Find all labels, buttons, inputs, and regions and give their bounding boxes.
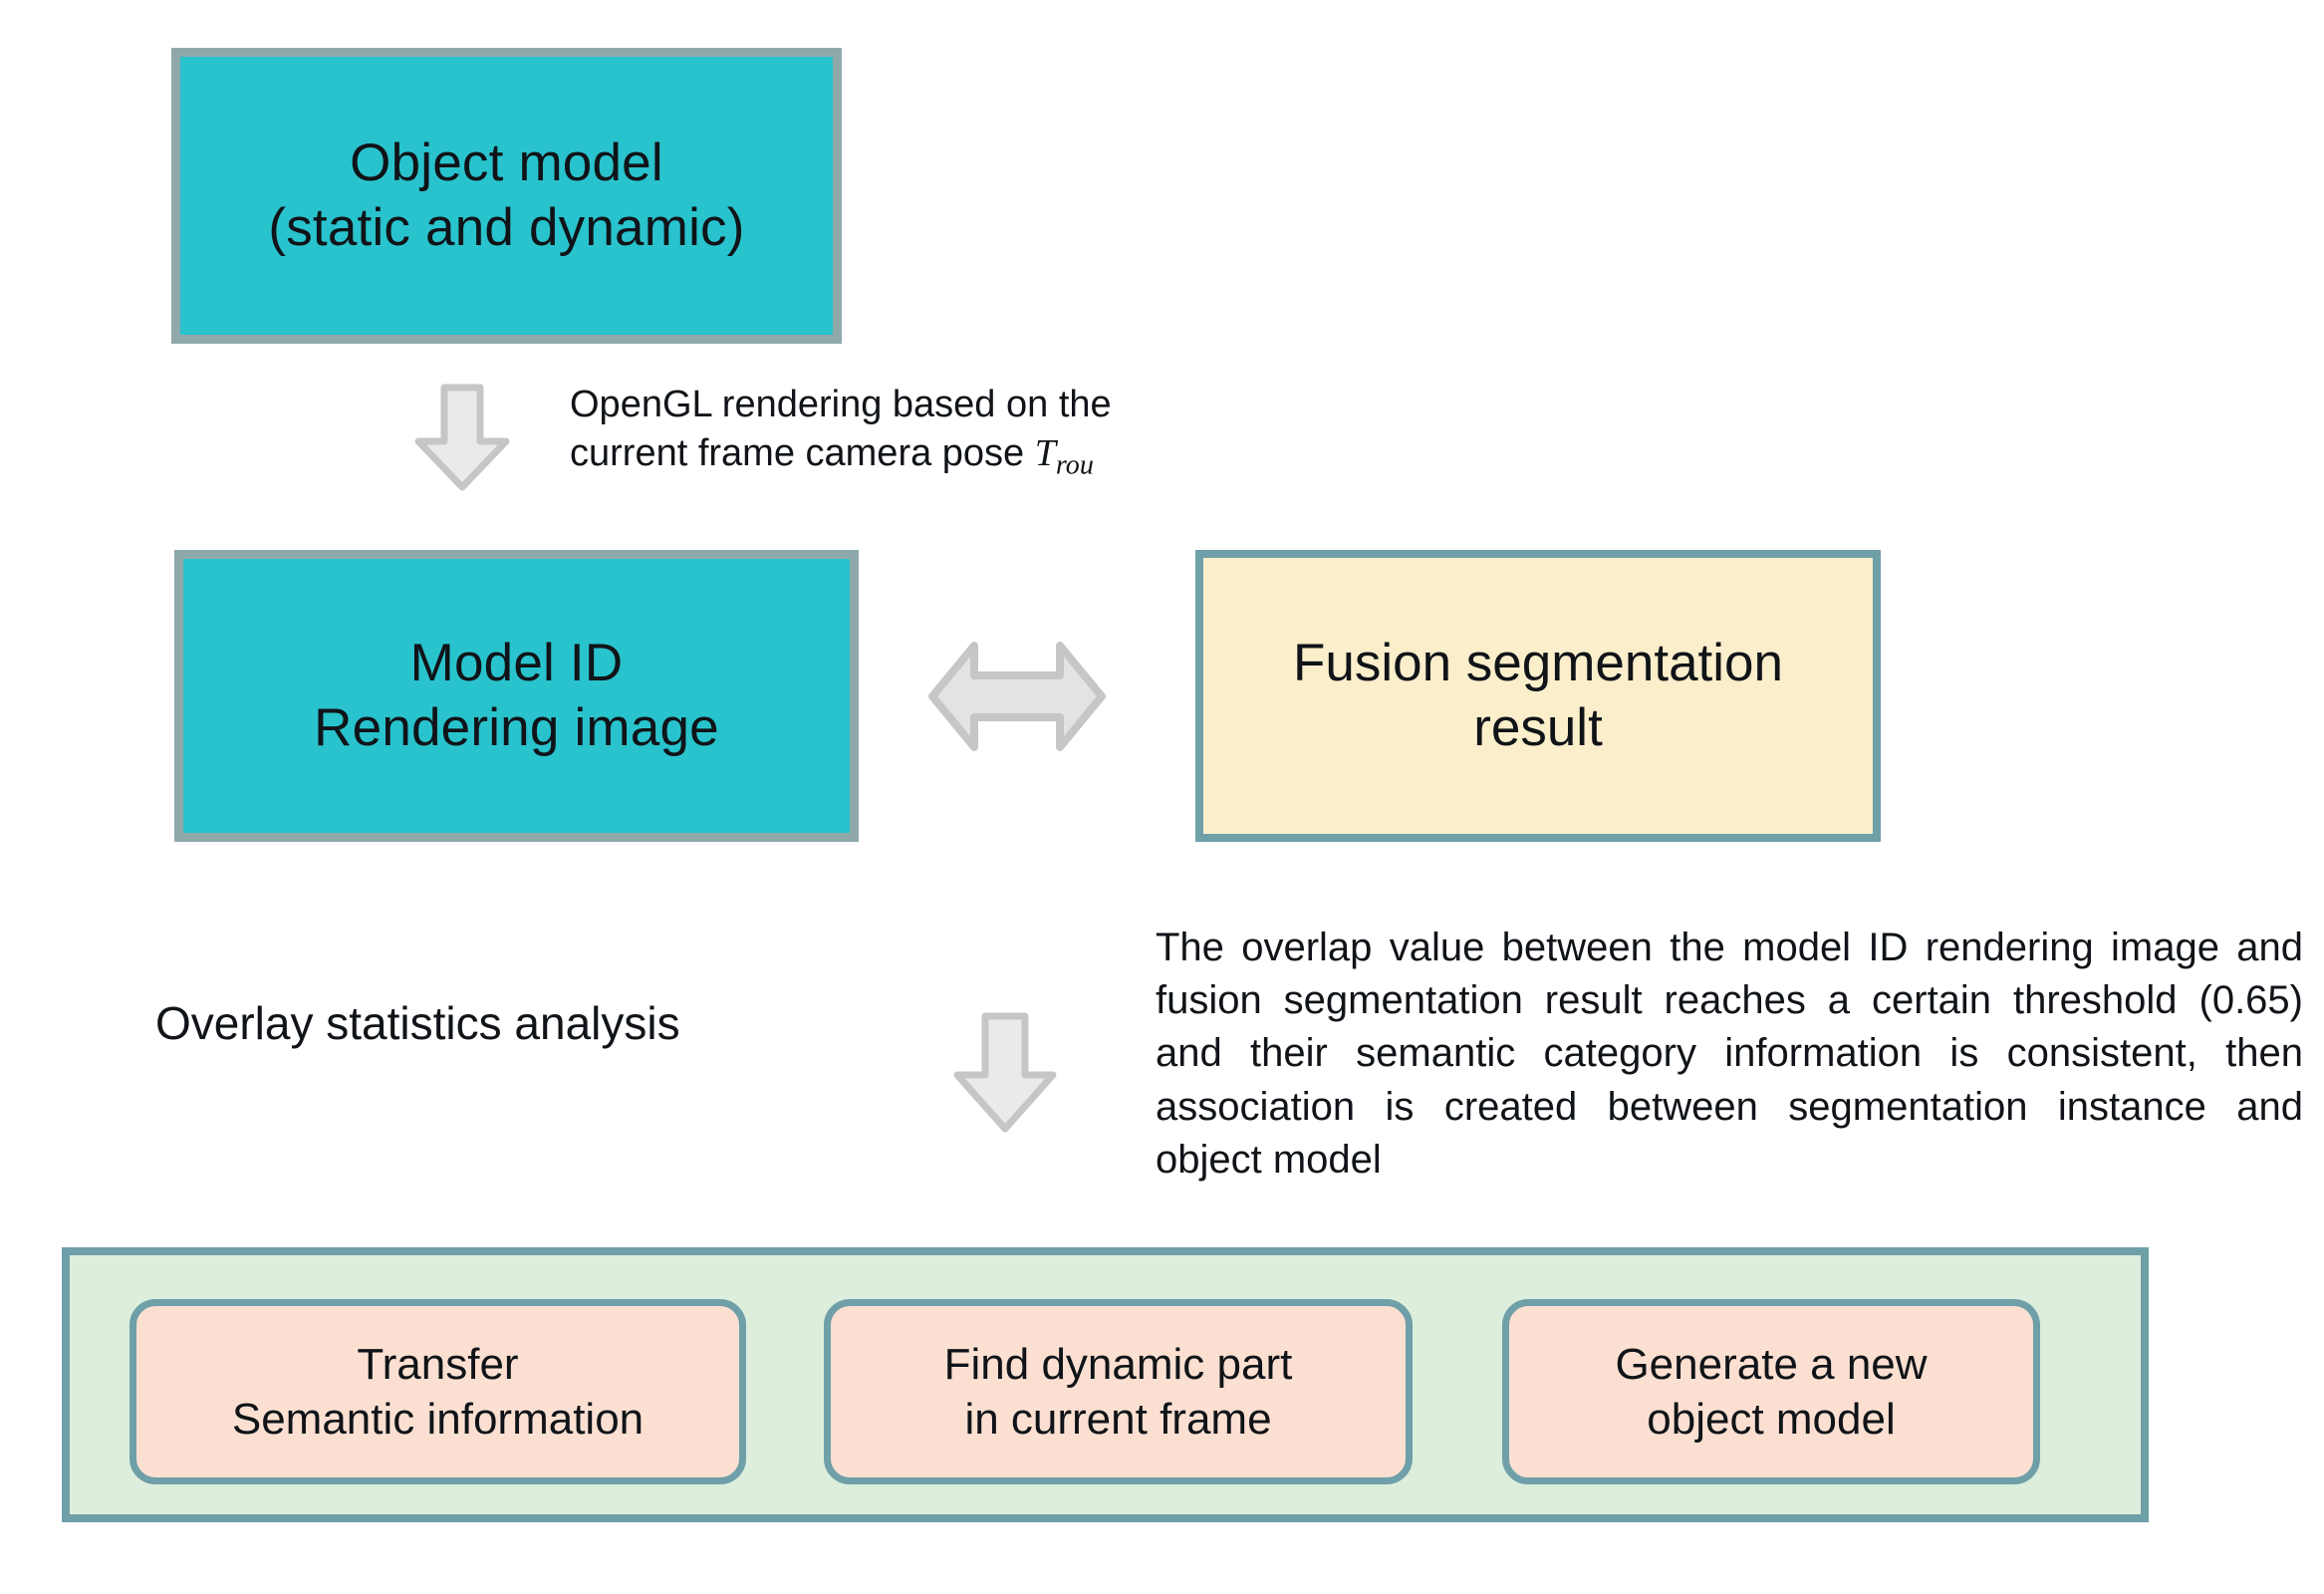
node-model-id-text: Model ID Rendering image	[314, 632, 719, 760]
node-model-id-line2: Rendering image	[314, 697, 719, 757]
node-object-model-line1: Object model	[350, 133, 663, 192]
node-fusion-line1: Fusion segmentation	[1292, 633, 1783, 692]
node-model-id-line1: Model ID	[409, 633, 624, 692]
outcome-1-text: Find dynamic part in current frame	[944, 1337, 1293, 1448]
down-arrow-icon-rendering	[413, 384, 511, 491]
node-model-id-rendering-image[interactable]: Model ID Rendering image	[174, 550, 859, 842]
node-fusion-line2: result	[1473, 697, 1603, 757]
label-overlay-statistics-analysis: Overlay statistics analysis	[155, 997, 680, 1049]
annotation-opengl-rendering: OpenGL rendering based on the current fr…	[570, 381, 1267, 485]
outcome-0-line2: Semantic information	[231, 1395, 645, 1444]
outcome-transfer-semantic-information[interactable]: Transfer Semantic information	[129, 1299, 746, 1484]
node-object-model[interactable]: Object model (static and dynamic)	[171, 48, 842, 344]
annotation-opengl-line2: current frame camera pose Trou	[570, 429, 1267, 484]
outcome-find-dynamic-part[interactable]: Find dynamic part in current frame	[824, 1299, 1413, 1484]
left-right-arrow-icon-compare	[926, 638, 1108, 755]
outcome-2-line2: object model	[1647, 1395, 1896, 1444]
down-arrow-icon-outcome	[951, 1011, 1059, 1133]
node-object-model-text: Object model (static and dynamic)	[268, 132, 744, 260]
annotation-opengl-line2-prefix: current frame camera pose	[570, 432, 1035, 475]
annotation-opengl-symbol-subscript: rou	[1055, 449, 1094, 481]
outcome-2-line1: Generate a new	[1615, 1339, 1928, 1389]
outcome-0-text: Transfer Semantic information	[232, 1337, 644, 1448]
outcome-0-line1: Transfer	[357, 1339, 519, 1389]
outcome-generate-new-object-model[interactable]: Generate a new object model	[1502, 1299, 2040, 1484]
node-object-model-line2: (static and dynamic)	[268, 197, 745, 257]
annotation-opengl-line1: OpenGL rendering based on the	[570, 384, 1112, 425]
paragraph-overlap-rule: The overlap value between the model ID r…	[1156, 926, 2303, 1182]
outcome-1-line2: in current frame	[964, 1395, 1272, 1444]
outcome-2-text: Generate a new object model	[1615, 1337, 1927, 1448]
group-association-outcomes: Transfer Semantic information Find dynam…	[62, 1247, 2149, 1522]
annotation-opengl-symbol: T	[1034, 432, 1056, 475]
node-fusion-text: Fusion segmentation result	[1293, 632, 1783, 760]
node-fusion-segmentation-result[interactable]: Fusion segmentation result	[1195, 550, 1881, 842]
outcome-1-line1: Find dynamic part	[943, 1339, 1293, 1389]
